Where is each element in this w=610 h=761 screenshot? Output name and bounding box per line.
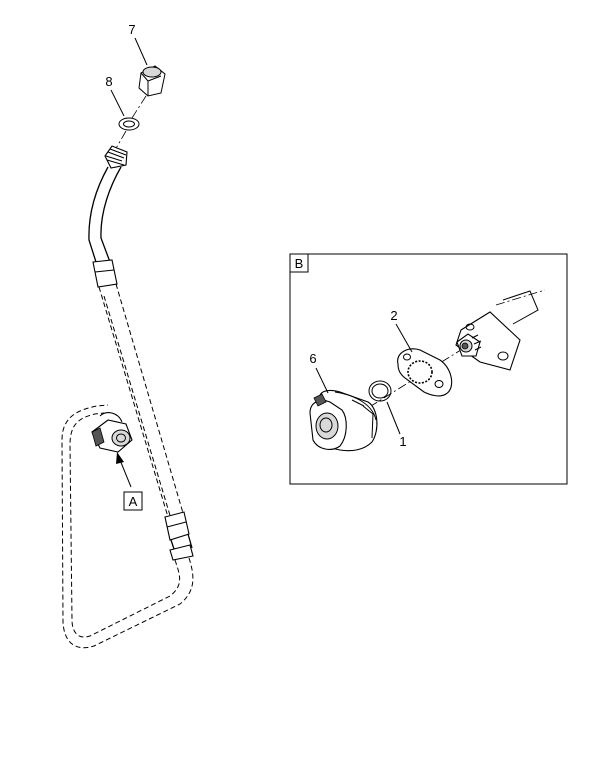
view-label-b-text: B bbox=[295, 256, 304, 271]
fitting-nut-7 bbox=[138, 65, 166, 97]
callout-1-text: 1 bbox=[399, 434, 406, 449]
elbow-fitting-6 bbox=[309, 389, 378, 452]
view-label-a: A bbox=[123, 491, 143, 511]
callout-2-text: 2 bbox=[390, 308, 397, 323]
pipe-dashed-run bbox=[98, 283, 184, 523]
assembly-centerline bbox=[114, 95, 147, 151]
callout-7: 7 bbox=[128, 22, 148, 66]
callout-8: 8 bbox=[105, 74, 125, 117]
callout-2-leader bbox=[395, 323, 413, 353]
detail-view-b: B bbox=[289, 253, 568, 485]
view-a-arrow bbox=[116, 452, 132, 488]
callout-8-text: 8 bbox=[105, 74, 112, 89]
callout-6-text: 6 bbox=[309, 351, 316, 366]
pipe-threaded-end bbox=[104, 145, 128, 169]
pipe-dashed-loop bbox=[61, 404, 194, 649]
elbow-fitting-a bbox=[91, 412, 133, 453]
view-label-a-text: A bbox=[129, 494, 138, 509]
pipe-upper-section bbox=[88, 166, 122, 288]
o-ring-1 bbox=[368, 380, 392, 402]
pipe-lower-section bbox=[164, 511, 194, 561]
callout-7-text: 7 bbox=[128, 22, 135, 37]
housing-flange bbox=[455, 289, 546, 371]
gasket-2 bbox=[397, 348, 453, 397]
callout-6-leader bbox=[315, 367, 329, 394]
o-ring-8 bbox=[118, 117, 140, 131]
callout-1-leader bbox=[386, 401, 401, 435]
